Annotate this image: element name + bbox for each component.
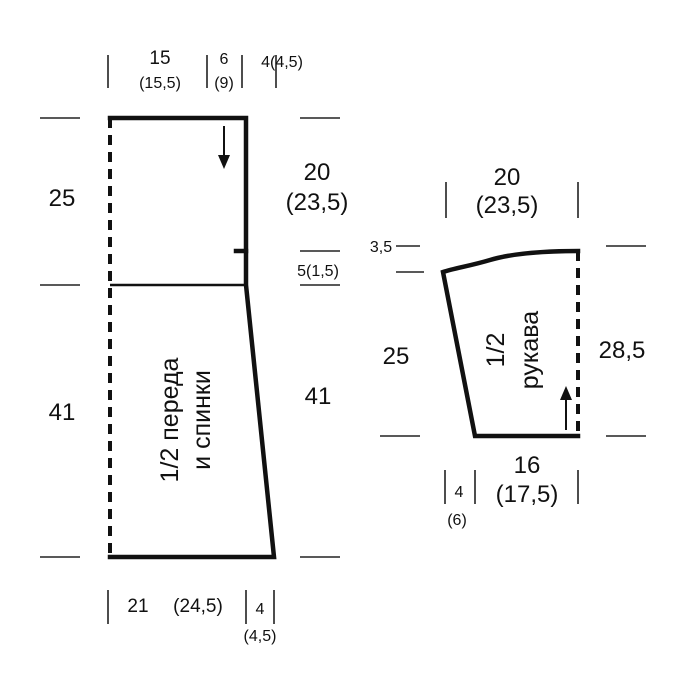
body-lower-height-right: 41	[305, 383, 332, 410]
body-shoulder-width: 4(4,5)	[261, 54, 303, 71]
sleeve-bottom-offset-alt: (6)	[447, 512, 467, 529]
body-bottom-flare-alt: (4,5)	[244, 628, 277, 645]
body-bottom-width: 21	[127, 596, 148, 617]
body-top-width-alt: (15,5)	[139, 75, 181, 92]
body-lower-height-left: 41	[49, 399, 76, 426]
body-upper-height-left: 25	[49, 185, 76, 212]
sleeve-bottom-offset: 4	[455, 484, 464, 501]
sleeve-label-line1: 1/2	[482, 333, 510, 368]
body-armhole-height: 20	[304, 159, 331, 186]
body-bottom-flare: 4	[256, 601, 265, 618]
sleeve-piece: 1/2 рукава 20 (23,5) 3,5 25 28,5 4 (6) 1…	[370, 164, 646, 529]
body-armhole-height-alt: (23,5)	[286, 189, 349, 216]
body-piece: 1/2 переда и спинки 15 (15,5) 6 (9) 4(4,…	[40, 48, 348, 645]
body-neck-width: 6	[220, 51, 229, 68]
sleeve-cap-height: 3,5	[370, 239, 392, 256]
knit-direction-arrow-icon	[218, 126, 230, 169]
sleeve-top-width: 20	[494, 164, 521, 191]
body-top-width: 15	[149, 48, 170, 69]
sleeve-right-height: 28,5	[599, 337, 646, 364]
body-neck-width-alt: (9)	[214, 75, 234, 92]
sleeve-label-line2: рукава	[516, 311, 544, 390]
sleeve-left-height: 25	[383, 343, 410, 370]
sleeve-bottom-width: 16	[514, 452, 541, 479]
body-outline	[107, 115, 277, 560]
body-armhole-step: 5(1,5)	[297, 263, 339, 280]
body-label-line2: и спинки	[188, 370, 216, 470]
sleeve-piece-label: 1/2 рукава	[482, 311, 544, 390]
body-label-line1: 1/2 переда	[156, 357, 184, 482]
sleeve-bottom-width-alt: (17,5)	[496, 481, 559, 508]
sleeve-top-width-alt: (23,5)	[476, 192, 539, 219]
body-piece-label: 1/2 переда и спинки	[156, 357, 216, 482]
body-bottom-width-alt: (24,5)	[173, 596, 223, 617]
knit-direction-arrow-icon	[560, 386, 572, 430]
sleeve-outline	[440, 248, 581, 439]
